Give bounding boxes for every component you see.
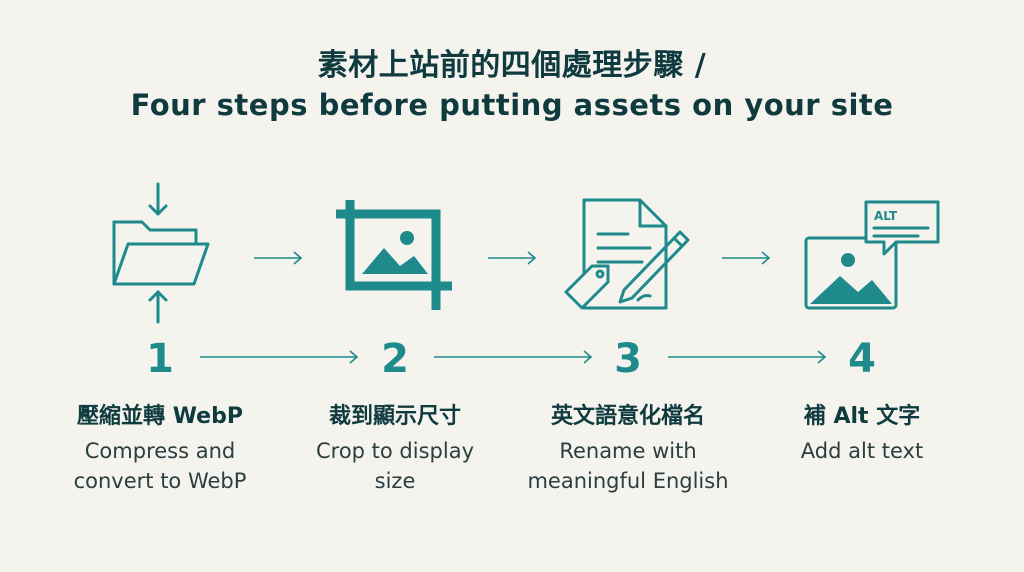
arrow-right-icon xyxy=(488,251,537,265)
alt-badge-text: ALT xyxy=(874,209,898,223)
step-description-line: Compress and xyxy=(84,439,236,463)
step-connector-arrow xyxy=(434,350,593,364)
step-description-en: Rename with meaningful English xyxy=(508,436,748,496)
title-english: Four steps before putting assets on your… xyxy=(130,88,894,122)
crop-image-icon xyxy=(332,196,458,314)
step-description-en: Add alt text xyxy=(742,436,982,466)
rename-document-icon xyxy=(562,196,696,314)
step-description-line: meaningful English xyxy=(527,469,729,493)
step-description-line: convert to WebP xyxy=(73,469,247,493)
title-chinese: 素材上站前的四個處理步驟 / xyxy=(317,48,707,83)
step-title-zh: 補 Alt 文字 xyxy=(803,404,921,429)
step-number: 2 xyxy=(381,336,409,382)
step-description-line: Crop to display xyxy=(315,439,474,463)
arrow-right-icon xyxy=(254,251,303,265)
step-number: 4 xyxy=(848,336,876,382)
step-description-line: size xyxy=(374,469,416,493)
step-connector-arrow xyxy=(200,350,359,364)
step-description-en: Crop to display size xyxy=(275,436,515,496)
alt-text-image-icon: ALT xyxy=(800,196,946,314)
step-description-line: Add alt text xyxy=(800,439,924,463)
step-number: 3 xyxy=(614,336,642,382)
step-title-zh: 裁到顯示尺寸 xyxy=(328,404,461,429)
compress-folder-icon xyxy=(100,182,220,324)
step-title-zh: 壓縮並轉 WebP xyxy=(77,404,243,429)
step-description-en: Compress and convert to WebP xyxy=(40,436,280,496)
step-title-zh: 英文語意化檔名 xyxy=(550,404,705,429)
step-description-line: Rename with xyxy=(559,439,697,463)
step-number: 1 xyxy=(146,336,174,382)
arrow-right-icon xyxy=(722,251,771,265)
step-connector-arrow xyxy=(668,350,827,364)
